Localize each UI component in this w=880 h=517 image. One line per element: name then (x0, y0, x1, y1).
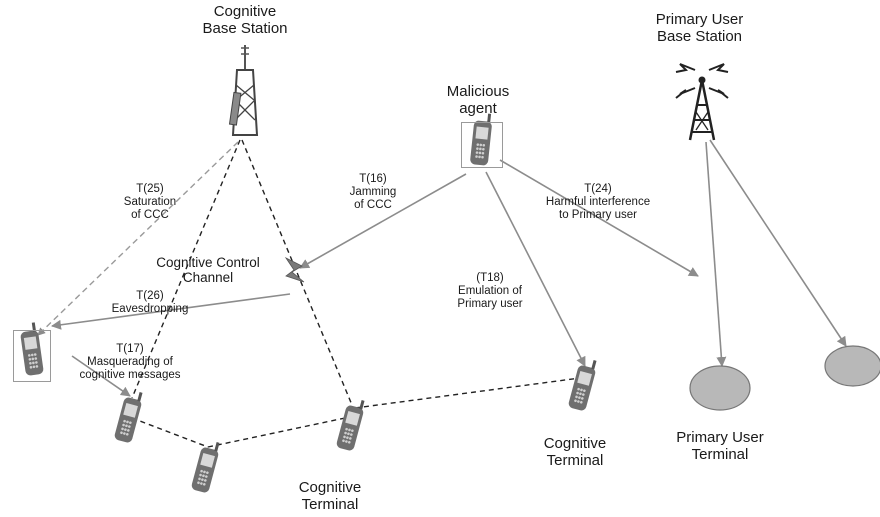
link-a-b (131, 417, 209, 448)
t18-emulation-label: (T18) Emulation of Primary user (457, 272, 523, 310)
arrow-pu-terminal-2 (709, 139, 847, 347)
primary-user-terminal-1 (689, 365, 751, 411)
cell-tower-icon (228, 45, 259, 136)
t16-jamming-label: T(16) Jamming of CCC (349, 173, 397, 211)
dashed-links (131, 139, 581, 448)
link-bs-terminal-c (241, 139, 353, 406)
link-b-c (207, 417, 346, 448)
arrow-t25-saturation (37, 141, 239, 336)
arrow-t16-jamming (299, 173, 467, 269)
primary-user-terminal-2 (824, 345, 880, 387)
mobile-phone-icon (190, 438, 222, 494)
arrow-pu-terminal-1 (705, 141, 727, 367)
link-c-d (354, 377, 581, 409)
cognitive-terminal-label-middle: Cognitive Terminal (298, 479, 362, 513)
arrow-t18-emulation (485, 171, 586, 367)
primary-user-base-station-label: Primary User Base Station (655, 11, 744, 45)
t26-eavesdropping-label: T(26) Eavesdropping (111, 290, 189, 315)
cognitive-base-station-label: Cognitive Base Station (202, 3, 288, 37)
primary-user-terminal-label: Primary User Terminal (676, 429, 764, 463)
t17-masquerading-label: T(17) Masquerading of cognitive messages (79, 343, 181, 381)
arrow-t24-interference (499, 159, 699, 277)
t25-saturation-label: T(25) Saturation of CCC (123, 183, 177, 221)
cognitive-control-channel-label: Cognitive Control Channel (156, 255, 260, 286)
arrow-t26-eavesdropping (51, 293, 291, 330)
link-bs-terminal-a (131, 139, 241, 399)
cognitive-terminal-label-right: Cognitive Terminal (543, 435, 607, 469)
eavesdropper-box (13, 330, 51, 382)
arrow-t17-masquerading (71, 355, 131, 397)
t24-interference-label: T(24) Harmful interference to Primary us… (545, 183, 651, 221)
lightning-icon (284, 256, 305, 283)
malicious-agent-label: Malicious agent (446, 83, 510, 117)
radio-tower-icon (675, 63, 729, 141)
mobile-phone-icon (113, 388, 145, 444)
mobile-phone-icon (567, 356, 599, 412)
mobile-phone-icon (335, 396, 367, 452)
malicious-agent-box (461, 122, 503, 168)
